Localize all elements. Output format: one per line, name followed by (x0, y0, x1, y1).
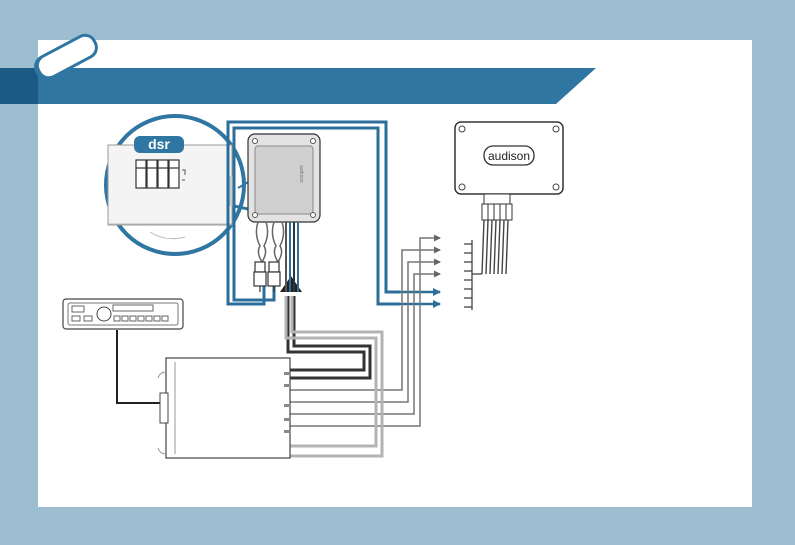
headunit-icon (63, 299, 183, 329)
interface-module: audison (248, 134, 320, 222)
module-brand: audison (298, 165, 304, 183)
amplifier-box (158, 358, 290, 458)
dsr-zoom-circle: dsr (106, 116, 244, 254)
audison-logo: audison (488, 149, 530, 163)
panel (38, 40, 752, 507)
dsr-logo: dsr (148, 136, 170, 152)
header-banner-left-block (0, 68, 38, 104)
dip-switches (136, 160, 179, 188)
audison-processor: audison (455, 122, 563, 194)
header-banner (0, 68, 596, 104)
